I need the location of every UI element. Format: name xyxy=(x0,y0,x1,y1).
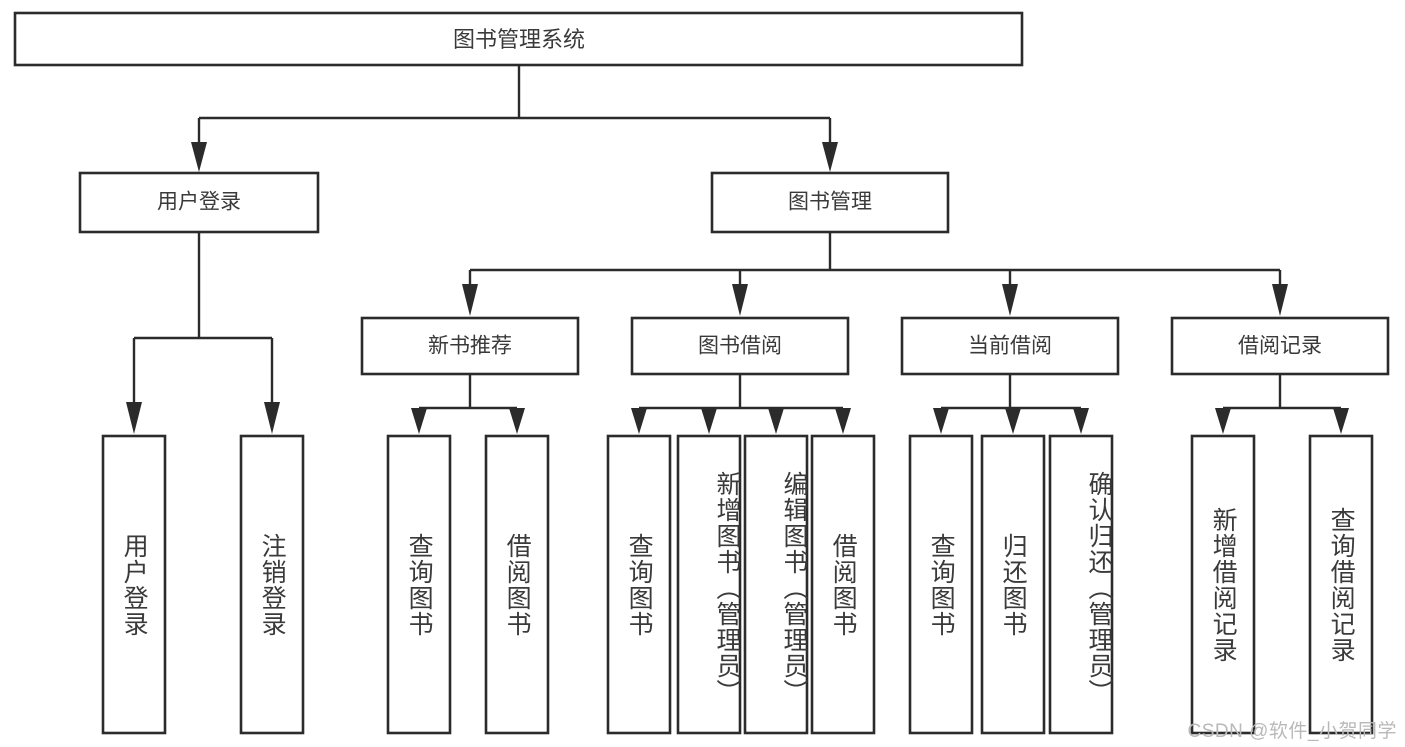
node-leaf-add-book-box[interactable] xyxy=(676,434,742,735)
node-user-login-label: 用户登录 xyxy=(157,191,241,214)
node-leaf-user-logout-box[interactable] xyxy=(239,434,305,735)
node-new-book-recommend-box[interactable] xyxy=(360,316,580,376)
node-borrow-record-label: 借阅记录 xyxy=(1238,335,1322,358)
arrow-head-leaf-query-record xyxy=(1333,408,1349,434)
arrow-head-to-book-manage xyxy=(822,142,838,172)
node-borrow-record-box[interactable] xyxy=(1170,316,1390,376)
node-leaf-query-book-3-box[interactable] xyxy=(908,434,974,735)
node-leaf-confirm-return-box[interactable] xyxy=(1048,434,1114,735)
arrow-head-leaf-add-book xyxy=(701,408,717,434)
arrow-head-new-book-recommend xyxy=(462,284,478,316)
arrow-head-leaf-borrow-book-2 xyxy=(835,408,851,434)
csdn-watermark: CSDN @软件_小贺同学 xyxy=(1187,721,1397,742)
arrow-head-leaf-user-login xyxy=(126,402,142,434)
arrow-head-leaf-query-book-3 xyxy=(933,408,949,434)
node-leaf-borrow-book-2-box[interactable] xyxy=(810,434,876,735)
node-leaf-add-record-box[interactable] xyxy=(1190,434,1256,735)
node-leaf-return-book-box[interactable] xyxy=(980,434,1046,735)
arrow-head-leaf-query-book-2 xyxy=(631,408,647,434)
node-new-book-recommend-label: 新书推荐 xyxy=(428,335,512,358)
arrow-head-leaf-return-book xyxy=(1005,408,1021,434)
arrow-head-leaf-borrow-book-1 xyxy=(509,408,525,434)
arrow-head-current-borrow xyxy=(1002,284,1018,316)
node-root-label: 图书管理系统 xyxy=(453,27,585,52)
node-book-manage-label: 图书管理 xyxy=(788,191,872,214)
arrow-head-leaf-user-logout xyxy=(264,402,280,434)
node-book-borrow-label: 图书借阅 xyxy=(698,335,782,358)
node-book-borrow-box[interactable] xyxy=(630,316,850,376)
arrow-head-borrow-record xyxy=(1272,284,1288,316)
node-user-login-box[interactable] xyxy=(78,171,320,234)
arrow-head-leaf-edit-book xyxy=(768,408,784,434)
node-leaf-borrow-book-1-box[interactable] xyxy=(484,434,550,735)
arrow-head-leaf-add-record xyxy=(1215,408,1231,434)
node-leaf-query-record-box[interactable] xyxy=(1308,434,1374,735)
node-leaf-user-login-box[interactable] xyxy=(101,434,167,735)
node-leaf-edit-book-box[interactable] xyxy=(743,434,809,735)
arrow-head-leaf-confirm-return xyxy=(1073,408,1089,434)
node-current-borrow-label: 当前借阅 xyxy=(968,335,1052,358)
node-leaf-query-book-1-box[interactable] xyxy=(386,434,452,735)
connector-layer xyxy=(126,65,1349,434)
node-layer: 图书管理系统 用户登录 图书管理 新书推荐 图书借阅 当前借阅 借阅记录 xyxy=(13,11,1390,735)
node-root-box[interactable] xyxy=(13,11,1024,67)
arrow-head-book-borrow xyxy=(732,284,748,316)
arrow-head-leaf-query-book-1 xyxy=(411,408,427,434)
node-current-borrow-box[interactable] xyxy=(900,316,1120,376)
node-book-manage-box[interactable] xyxy=(710,171,950,234)
node-leaf-query-book-2-box[interactable] xyxy=(606,434,672,735)
arrow-head-to-user-login xyxy=(191,142,207,172)
